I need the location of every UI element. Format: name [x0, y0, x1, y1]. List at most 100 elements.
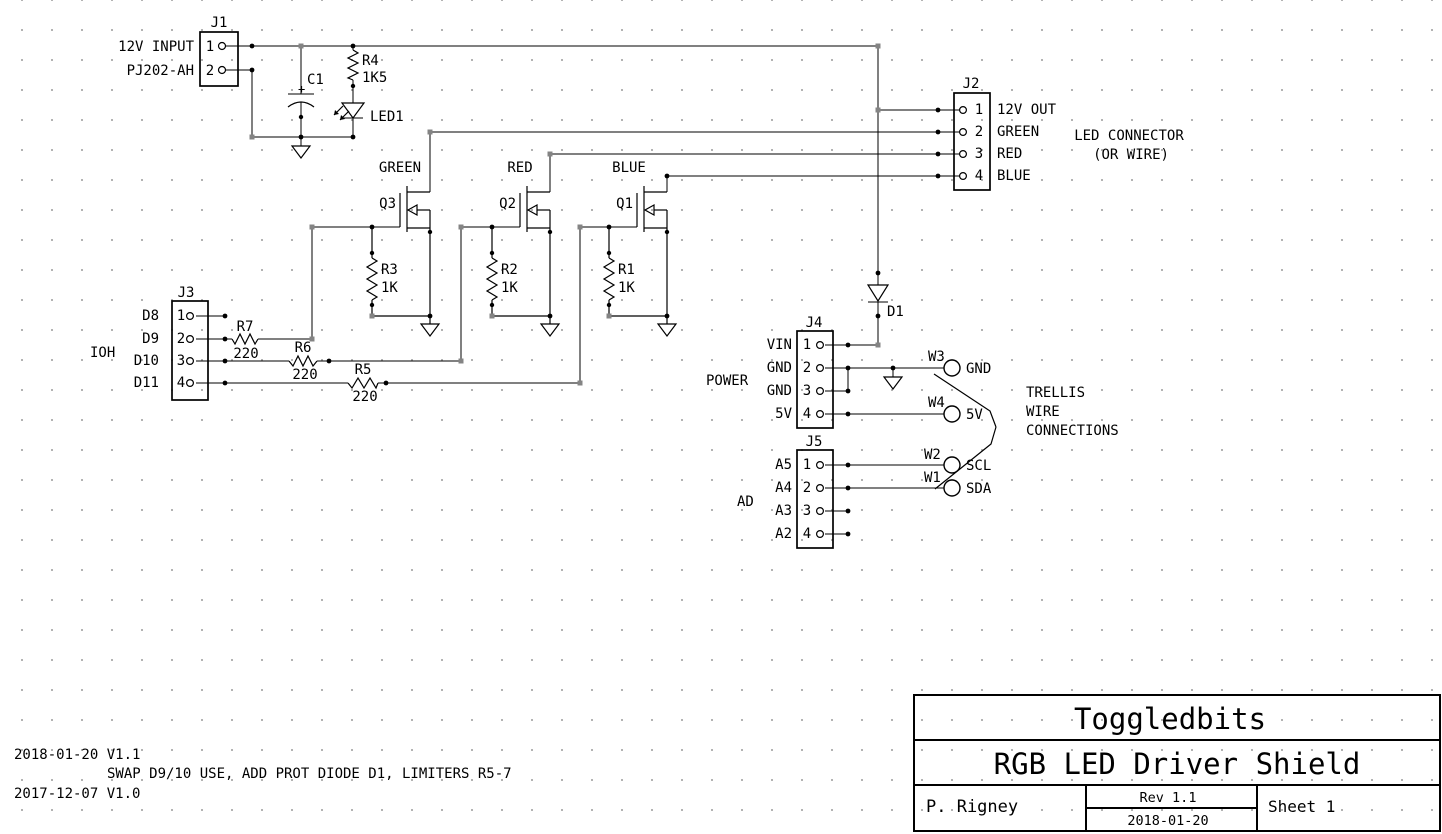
j2-label-blue: BLUE — [997, 168, 1031, 184]
diode-d1: D1 — [866, 284, 904, 320]
q2-ref: Q2 — [499, 196, 516, 212]
j5-label-a4: A4 — [775, 480, 792, 496]
revision-notes: 2018-01-20 V1.1 SWAP D9/10 USE, ADD PROT… — [14, 747, 512, 802]
j5-pin-3: 3 — [803, 503, 811, 519]
w4-label: 5V — [966, 407, 983, 423]
r2-value: 1K — [501, 280, 518, 296]
j2-pin-2: 2 — [975, 124, 983, 140]
j3-pin-2: 2 — [177, 331, 185, 347]
c1-ref: C1 — [307, 72, 324, 88]
j2-label-green: GREEN — [997, 124, 1039, 140]
q3-net-label: GREEN — [379, 160, 421, 176]
title-block-text: Toggledbits RGB LED Driver Shield P. Rig… — [926, 702, 1360, 829]
r6-value: 220 — [292, 367, 317, 383]
c1-plus-sign: + — [298, 82, 305, 96]
trellis-annotation: TRELLIS WIRE CONNECTIONS — [933, 373, 1119, 490]
title-block-rev: Rev 1.1 — [1140, 790, 1197, 806]
trellis-text-line1: TRELLIS — [1026, 385, 1085, 401]
j1-label-12v-input: 12V INPUT — [118, 39, 194, 55]
q1-ref: Q1 — [616, 196, 633, 212]
revision-note-v1-0: 2017-12-07 V1.0 — [14, 786, 140, 802]
r3-value: 1K — [381, 280, 398, 296]
connector-j4: J4 POWER 1 2 3 4 VIN GND GND 5V — [706, 315, 834, 429]
title-block-date: 2018-01-20 — [1127, 813, 1208, 829]
series-resistors: R7 220 R6 220 R5 220 — [231, 319, 379, 405]
title-block-company: Toggledbits — [1074, 702, 1266, 736]
q2-net-label: RED — [507, 160, 532, 176]
r7-value: 220 — [233, 346, 258, 362]
r5-value: 220 — [352, 389, 377, 405]
title-block-title: RGB LED Driver Shield — [994, 747, 1361, 781]
w2-label: SCL — [966, 458, 991, 474]
title-block — [913, 694, 1441, 832]
j5-label-a3: A3 — [775, 503, 792, 519]
trellis-text-line3: CONNECTIONS — [1026, 423, 1119, 439]
j4-pin-1: 1 — [803, 337, 811, 353]
j4-pin-2: 2 — [803, 360, 811, 376]
connector-j2: J2 1 2 3 4 12V OUT GREEN RED BLUE LED CO… — [953, 76, 1184, 191]
r2-ref: R2 — [501, 262, 518, 278]
j4-pin-4: 4 — [803, 406, 811, 422]
r5-ref: R5 — [355, 362, 372, 378]
j4-label-gnd1: GND — [767, 360, 792, 376]
j1-ref: J1 — [211, 15, 228, 31]
j2-ref: J2 — [963, 76, 980, 92]
j2-note-line2: (OR WIRE) — [1093, 147, 1169, 163]
mosfet-q2-red: RED Q2 R2 1K — [487, 160, 559, 336]
j3-pin-1: 1 — [177, 308, 185, 324]
j2-note-line1: LED CONNECTOR — [1074, 128, 1184, 144]
j3-pin-3: 3 — [177, 353, 185, 369]
j4-ref: J4 — [806, 315, 823, 331]
j1-label-pj202: PJ202-AH — [127, 63, 194, 79]
j4-label-5v: 5V — [775, 406, 792, 422]
j1-pin-1: 1 — [206, 39, 214, 55]
connector-j5: J5 AD 1 2 3 4 A5 A4 A3 A2 — [737, 434, 834, 549]
r1-ref: R1 — [618, 262, 635, 278]
mosfet-q1-blue: BLUE Q1 R1 1K — [604, 160, 676, 336]
wires — [196, 45, 962, 535]
j4-label-vin: VIN — [767, 337, 792, 353]
j2-label-12v-out: 12V OUT — [997, 102, 1057, 118]
title-block-sheet: Sheet 1 — [1268, 797, 1335, 816]
j4-pin-3: 3 — [803, 383, 811, 399]
j3-group-label: IOH — [90, 345, 115, 361]
junction-squares — [249, 43, 881, 386]
j5-pin-1: 1 — [803, 457, 811, 473]
w3-label: GND — [966, 361, 991, 377]
q3-ref: Q3 — [379, 196, 396, 212]
w3-ref: W3 — [928, 349, 945, 365]
r7-ref: R7 — [237, 319, 254, 335]
j3-label-d11: D11 — [134, 375, 159, 391]
revision-note-v1-1-detail: SWAP D9/10 USE, ADD PROT DIODE D1, LIMIT… — [107, 766, 512, 782]
r3-ref: R3 — [381, 262, 398, 278]
title-block-author: P. Rigney — [926, 797, 1018, 817]
r4-ref: R4 — [362, 53, 379, 69]
q1-net-label: BLUE — [612, 160, 646, 176]
j3-pin-4: 4 — [177, 375, 185, 391]
w2-ref: W2 — [924, 447, 941, 463]
j5-label-a2: A2 — [775, 526, 792, 542]
r1-value: 1K — [618, 280, 635, 296]
j2-pin-1: 1 — [975, 102, 983, 118]
led1: LED1 — [333, 102, 404, 125]
r4-value: 1K5 — [362, 70, 387, 86]
j2-pin-4: 4 — [975, 168, 983, 184]
j5-pin-4: 4 — [803, 526, 811, 542]
connector-j1: J1 12V INPUT PJ202-AH 1 2 — [118, 15, 239, 87]
j5-pin-2: 2 — [803, 480, 811, 496]
r6-ref: R6 — [295, 340, 312, 356]
j2-label-red: RED — [997, 146, 1022, 162]
revision-note-v1-1: 2018-01-20 V1.1 — [14, 747, 140, 763]
j3-label-d10: D10 — [134, 353, 159, 369]
j5-group-label: AD — [737, 494, 754, 510]
wire-pads: W3 GND W4 5V W2 SCL W1 SDA — [924, 349, 992, 497]
j3-ref: J3 — [178, 285, 195, 301]
resistor-r4: R4 1K5 — [346, 49, 387, 86]
led1-ref: LED1 — [370, 109, 404, 125]
j1-pin-2: 2 — [206, 63, 214, 79]
d1-ref: D1 — [887, 304, 904, 320]
junction-dots — [222, 43, 941, 537]
w1-label: SDA — [966, 481, 992, 497]
